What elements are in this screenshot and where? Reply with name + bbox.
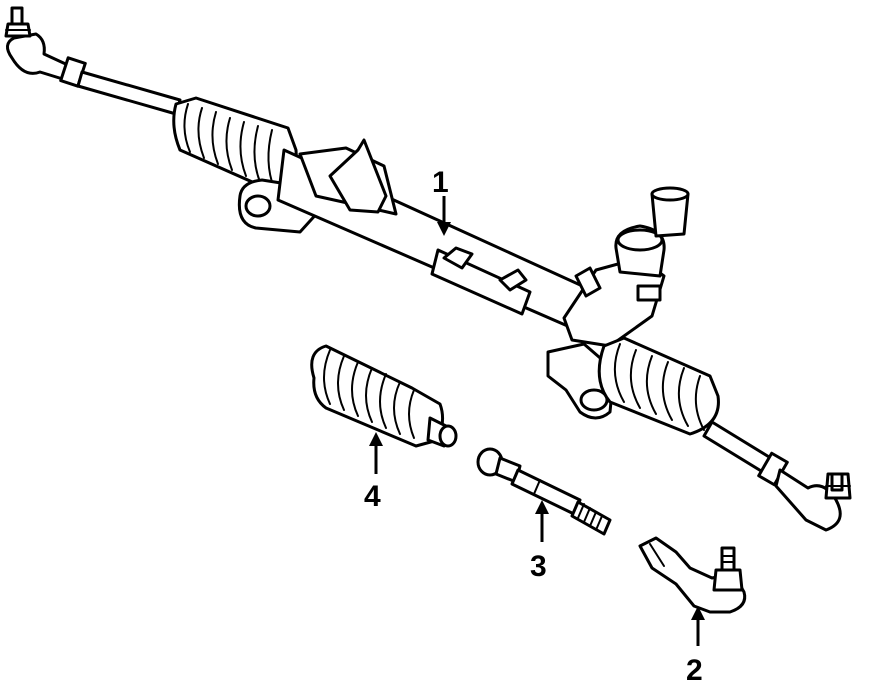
right-tie-rod-end [757,451,852,532]
rack-housing [276,138,602,336]
callout-label-4: 4 [364,480,381,513]
callout-arrow-4 [369,432,383,474]
outer-tie-rod-end-part [638,536,747,614]
callout-label-1: 1 [432,166,449,199]
pinion-valve-housing [562,186,690,348]
left-tie-rod-end [4,6,87,88]
inner-tie-rod-part [476,447,612,536]
callout-label-3: 3 [530,550,547,583]
right-boot [597,336,720,436]
callout-label-2: 2 [686,654,703,687]
steering-gear-assembly [4,6,852,532]
callout-arrow-3 [535,500,549,542]
callout-arrow-1 [437,196,451,236]
left-boot [172,96,298,198]
left-tie-rod [76,70,182,116]
callout-arrow-2 [691,606,705,646]
rack-boot-part [310,344,458,448]
